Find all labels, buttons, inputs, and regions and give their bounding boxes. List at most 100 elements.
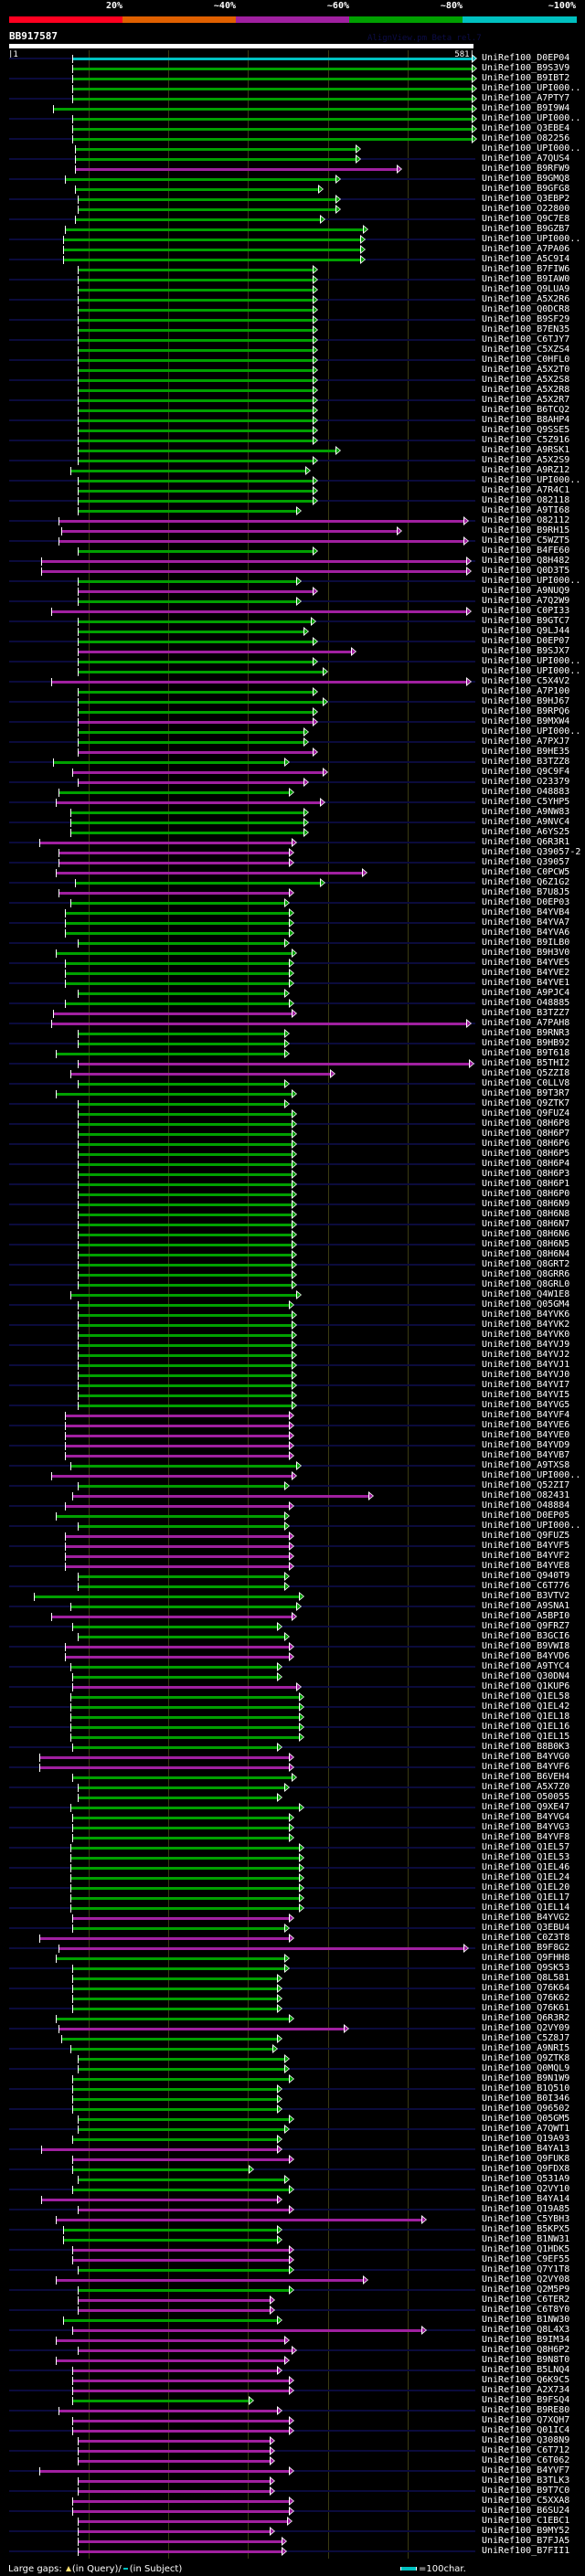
alignment-bar[interactable] [70, 469, 307, 472]
alignment-bar[interactable] [78, 1313, 293, 1317]
alignment-bar[interactable] [78, 1122, 293, 1126]
hit-label[interactable]: UniRef100_B0I346 [482, 2094, 570, 2104]
alignment-bar[interactable] [65, 981, 290, 985]
alignment-bar[interactable] [65, 1564, 290, 1568]
hit-label[interactable]: UniRef100_C0Z3T8 [482, 1933, 570, 1943]
alignment-bar[interactable] [72, 2107, 278, 2111]
alignment-bar[interactable] [70, 1464, 297, 1468]
hit-label[interactable]: UniRef100_Q4W1E8 [482, 1289, 570, 1299]
hit-label[interactable]: UniRef100_B4YVE6 [482, 1420, 570, 1430]
hit-label[interactable]: UniRef100_B9FSQ4 [482, 2395, 570, 2405]
alignment-bar[interactable] [78, 620, 313, 623]
hit-label[interactable]: UniRef100_Q05GM5 [482, 2114, 570, 2124]
alignment-bar[interactable] [78, 1032, 286, 1035]
hit-label[interactable]: UniRef100_Q9FUK8 [482, 2154, 570, 2164]
hit-label[interactable]: UniRef100_B9RH15 [482, 525, 570, 535]
hit-label[interactable]: UniRef100_B4YVE0 [482, 1430, 570, 1440]
alignment-bar[interactable] [53, 107, 473, 111]
alignment-bar[interactable] [78, 1786, 286, 1789]
alignment-bar[interactable] [78, 2449, 271, 2453]
alignment-bar[interactable] [72, 87, 473, 90]
alignment-bar[interactable] [63, 248, 362, 251]
alignment-bar[interactable] [39, 841, 293, 844]
hit-label[interactable]: UniRef100_O48883 [482, 787, 570, 797]
alignment-bar[interactable] [72, 1836, 290, 1839]
hit-label[interactable]: UniRef100_A5X2R8 [482, 385, 570, 395]
alignment-bar[interactable] [55, 1514, 286, 1518]
hit-label[interactable]: UniRef100_UPI000.. [482, 1470, 581, 1480]
hit-label[interactable]: UniRef100_C0PCW5 [482, 867, 570, 877]
alignment-bar[interactable] [40, 559, 467, 563]
alignment-bar[interactable] [58, 790, 290, 794]
alignment-bar[interactable] [51, 1022, 467, 1025]
alignment-bar[interactable] [65, 1434, 290, 1437]
alignment-bar[interactable] [72, 2188, 290, 2191]
hit-label[interactable]: UniRef100_C6T062 [482, 2455, 570, 2465]
alignment-bar[interactable] [65, 1504, 290, 1508]
hit-label[interactable]: UniRef100_B4YVG0 [482, 1752, 570, 1762]
alignment-bar[interactable] [72, 1977, 278, 1980]
hit-label[interactable]: UniRef100_A5X2R6 [482, 294, 570, 304]
alignment-bar[interactable] [78, 459, 314, 462]
hit-label[interactable]: UniRef100_A9TXS8 [482, 1460, 570, 1470]
alignment-bar[interactable] [70, 1876, 301, 1880]
alignment-bar[interactable] [74, 881, 321, 885]
hit-label[interactable]: UniRef100_Q9ZTK7 [482, 1098, 570, 1108]
alignment-bar[interactable] [78, 1253, 293, 1256]
alignment-bar[interactable] [78, 720, 314, 724]
alignment-bar[interactable] [70, 2047, 274, 2051]
alignment-bar[interactable] [55, 2278, 365, 2282]
alignment-bar[interactable] [78, 298, 314, 302]
alignment-bar[interactable] [78, 2208, 290, 2211]
hit-label[interactable]: UniRef100_Q8H6P8 [482, 1118, 570, 1129]
hit-label[interactable]: UniRef100_Q8H6P2 [482, 2345, 570, 2355]
alignment-bar[interactable] [78, 2268, 290, 2272]
hit-label[interactable]: UniRef100_B4YVJ0 [482, 1370, 570, 1380]
alignment-bar[interactable] [78, 429, 314, 432]
alignment-bar[interactable] [78, 1333, 293, 1337]
alignment-bar[interactable] [70, 1705, 301, 1709]
hit-label[interactable]: UniRef100_Q7XQH7 [482, 2415, 570, 2425]
alignment-bar[interactable] [78, 1373, 293, 1377]
hit-label[interactable]: UniRef100_A7R4C1 [482, 485, 570, 495]
alignment-bar[interactable] [78, 1394, 293, 1397]
alignment-bar[interactable] [78, 1142, 293, 1146]
alignment-bar[interactable] [78, 1323, 293, 1327]
hit-label[interactable]: UniRef100_B4YVE1 [482, 978, 570, 988]
hit-label[interactable]: UniRef100_B4YVG2 [482, 1913, 570, 1923]
alignment-bar[interactable] [72, 2157, 290, 2161]
hit-label[interactable]: UniRef100_A7PA06 [482, 244, 570, 254]
hit-label[interactable]: UniRef100_Q76K62 [482, 1993, 570, 2003]
alignment-bar[interactable] [78, 549, 314, 553]
alignment-bar[interactable] [70, 1293, 297, 1297]
hit-label[interactable]: UniRef100_Q8GRL0 [482, 1279, 570, 1289]
hit-label[interactable]: UniRef100_B4YVI7 [482, 1380, 570, 1390]
alignment-bar[interactable] [72, 1816, 290, 1819]
alignment-bar[interactable] [55, 800, 321, 804]
hit-label[interactable]: UniRef100_B4YVJ9 [482, 1340, 570, 1350]
hit-label[interactable]: UniRef100_B3TZZ7 [482, 1008, 570, 1018]
hit-label[interactable]: UniRef100_B9IAW0 [482, 274, 570, 284]
alignment-bar[interactable] [58, 2409, 278, 2412]
hit-label[interactable]: UniRef100_Q9C9F4 [482, 767, 570, 777]
alignment-bar[interactable] [72, 2328, 422, 2332]
alignment-bar[interactable] [78, 1162, 293, 1166]
alignment-bar[interactable] [55, 871, 364, 875]
alignment-bar[interactable] [55, 2338, 286, 2342]
alignment-bar[interactable] [78, 2348, 293, 2352]
alignment-bar[interactable] [70, 1735, 301, 1739]
hit-label[interactable]: UniRef100_B9T618 [482, 1048, 570, 1058]
alignment-bar[interactable] [78, 1353, 293, 1357]
alignment-bar[interactable] [74, 147, 357, 151]
alignment-bar[interactable] [72, 2137, 278, 2141]
hit-label[interactable]: UniRef100_Q9FUZ5 [482, 1531, 570, 1541]
alignment-bar[interactable] [78, 1263, 293, 1267]
alignment-bar[interactable] [78, 328, 314, 332]
hit-label[interactable]: UniRef100_Q2VY09 [482, 2023, 570, 2033]
alignment-bar[interactable] [78, 2117, 290, 2121]
alignment-bar[interactable] [78, 288, 314, 292]
hit-label[interactable]: UniRef100_Q9XE47 [482, 1802, 570, 1812]
alignment-bar[interactable] [72, 1997, 278, 2000]
hit-label[interactable]: UniRef100_B9HB92 [482, 1038, 570, 1048]
hit-label[interactable]: UniRef100_B9I9W4 [482, 103, 570, 113]
